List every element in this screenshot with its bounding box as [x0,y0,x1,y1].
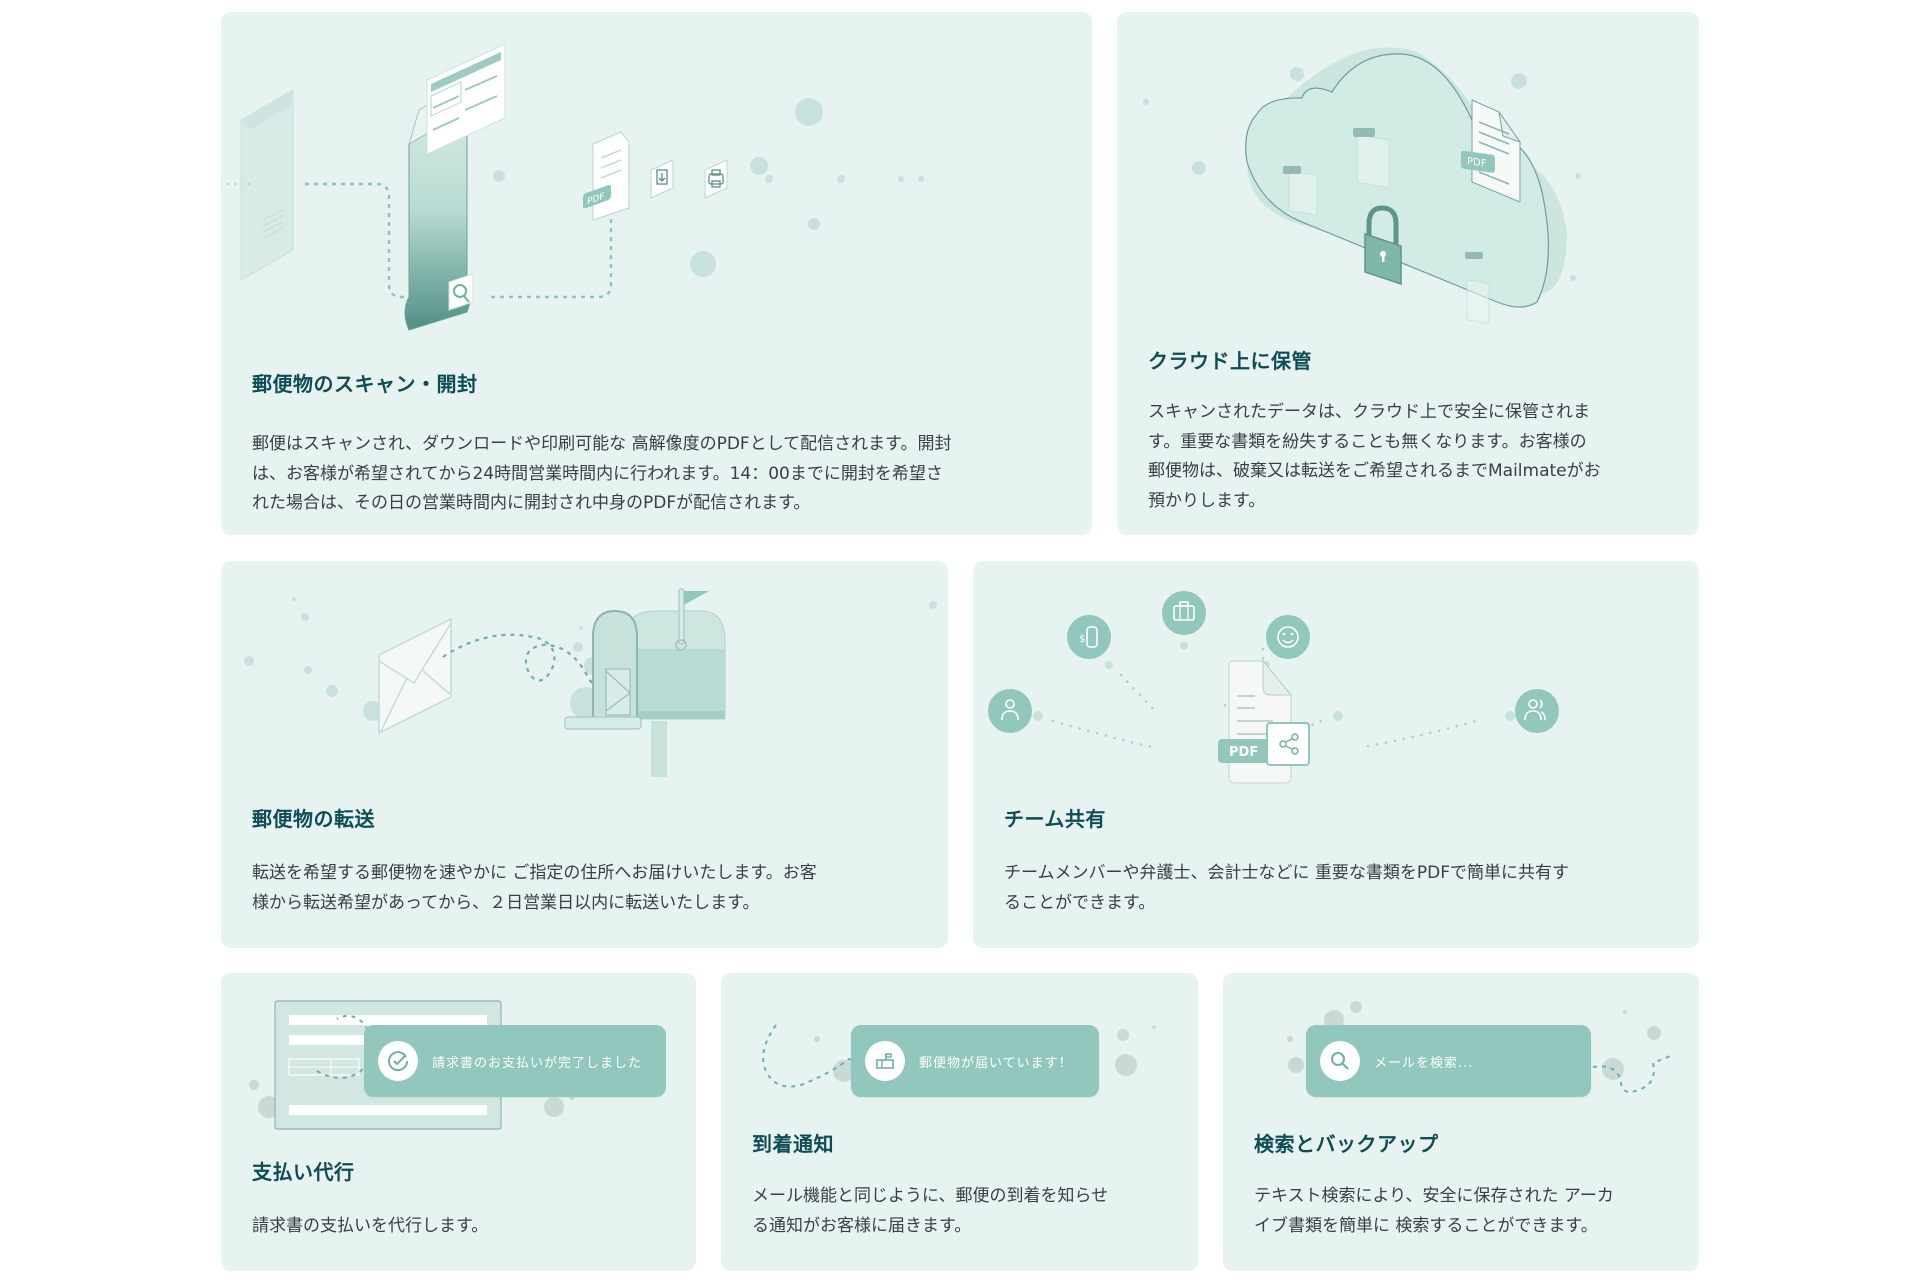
svg-text:PDF: PDF [1229,745,1258,760]
envelope-icon [378,617,452,735]
briefcase-icon [1162,591,1206,635]
document-icon [426,43,506,155]
user-icon [988,689,1032,733]
mail-arrived-notification: 郵便物が届いています！ [851,1025,1099,1097]
search-bar[interactable]: メールを検索... [1306,1025,1591,1097]
search-icon [1320,1041,1360,1081]
feature-description: スキャンされたデータは、クラウド上で安全に保管されま す。重要な書類を紛失するこ… [1148,402,1601,511]
feature-description: 郵便はスキャンされ、ダウンロードや印刷可能な 高解像度のPDFとして配信されます… [252,434,952,513]
mailbox-icon [564,588,726,777]
feature-title: 支払い代行 [252,1160,355,1184]
feature-card-search: メールを検索... 検索とバックアップ テキスト検索により、安全に保存された ア… [1223,973,1699,1271]
search-icon [448,273,474,311]
feature-description: テキスト検索により、安全に保存された アーカ イブ書類を簡単に 検索することがで… [1254,1186,1614,1236]
feature-title: チーム共有 [1004,807,1106,831]
feature-card-forward: 郵便物の転送 転送を希望する郵便物を速やかに ご指定の住所へお届けいたします。お… [221,561,948,948]
coins-icon: $ [1067,615,1111,659]
feature-title: 検索とバックアップ [1254,1132,1439,1156]
lock-icon [1364,205,1402,286]
printer-icon [704,159,728,199]
feature-description: メール機能と同じように、郵便の到着を知らせ る通知がお客様に届きます。 [752,1186,1109,1236]
notify-illustration [762,1024,1156,1088]
search-placeholder: メールを検索... [1374,1055,1474,1071]
team-illustration: $ PDF [988,591,1559,784]
feature-description: チームメンバーや弁護士、会計士などに 重要な書類をPDFで簡単に共有す ることが… [1004,863,1570,913]
envelope-icon [240,89,294,281]
check-circle-icon [378,1041,418,1081]
svg-text:$: $ [1079,634,1085,645]
forward-illustration [244,588,937,777]
cloud-illustration: PDF [1143,47,1581,325]
feature-card-team: $ PDF [973,561,1699,948]
feature-card-payment: 請求書のお支払いが完了しました 支払い代行 請求書の支払いを代行します。 [221,973,696,1271]
payment-complete-notification: 請求書のお支払いが完了しました [364,1025,666,1097]
pdf-file-icon [592,131,630,221]
mailbox-icon [865,1041,905,1081]
pdf-file-icon [1283,128,1490,325]
feature-card-notify: 郵便物が届いています！ 到着通知 メール機能と同じように、郵便の到着を知らせ る… [721,973,1198,1271]
download-icon [650,159,674,199]
feature-title: 郵便物のスキャン・開封 [252,372,478,396]
feature-card-scan: PDF 郵便物のスキャン・開封 郵便はスキャンされ、ダウンロードや印刷可能な 高… [221,12,1092,535]
feature-title: クラウド上に保管 [1148,349,1312,373]
feature-title: 郵便物の転送 [252,807,375,831]
feature-description: 転送を希望する郵便物を速やかに ご指定の住所へお届けいたします。お客 様から転送… [252,863,817,913]
smile-icon [1266,615,1310,659]
feature-title: 到着通知 [752,1132,834,1156]
pdf-file-icon: PDF [1461,99,1522,203]
feature-description: 請求書の支払いを代行します。 [252,1216,489,1236]
feature-card-cloud: PDF クラウド上に保管 スキャンされたデータは、クラウド上で安全に保管されま … [1117,12,1699,535]
scan-illustration: PDF [221,43,924,331]
share-icon [1266,722,1310,766]
svg-text:PDF: PDF [1467,156,1487,170]
users-icon [1515,689,1559,733]
